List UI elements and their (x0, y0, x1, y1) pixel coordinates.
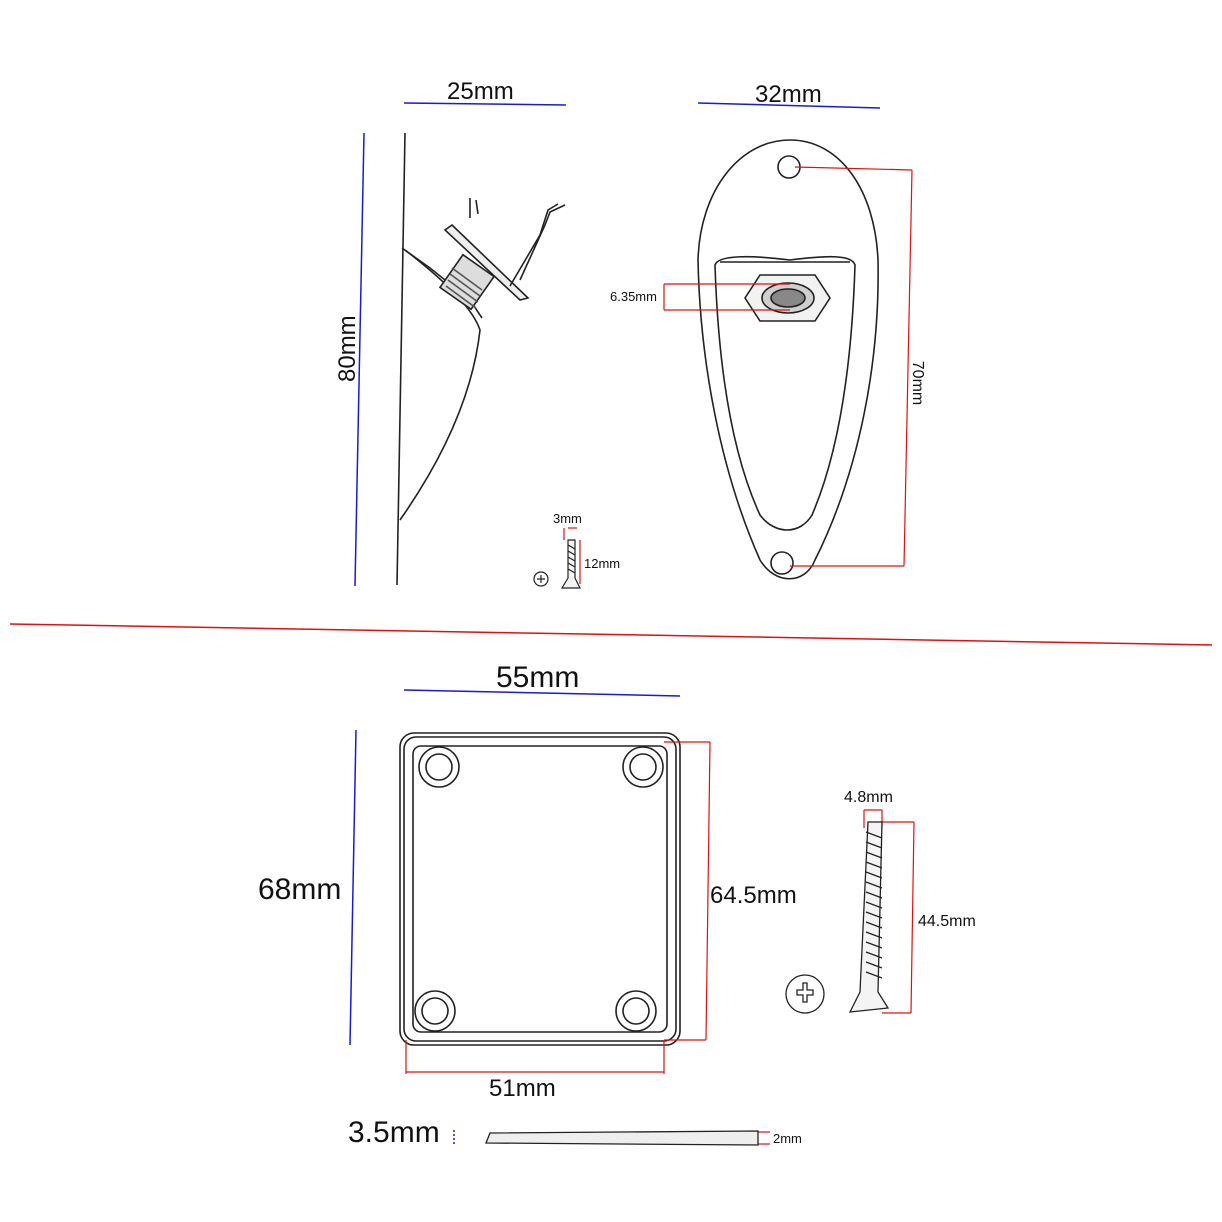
dim-line-68mm (349, 729, 357, 1046)
label-80mm: 80mm (334, 315, 361, 382)
long-screw (785, 821, 890, 1014)
small-screw (533, 539, 581, 589)
label-12mm: 12mm (584, 556, 621, 571)
dim-line-55mm (403, 689, 681, 697)
red-dims-top (563, 166, 913, 584)
neck-plate (399, 732, 681, 1046)
label-3.5mm: 3.5mm (348, 1116, 440, 1149)
label-51mm: 51mm (489, 1075, 556, 1102)
dim-line-25mm (403, 102, 567, 106)
label-64.5mm: 64.5mm (710, 882, 797, 909)
label-2mm: 2mm (773, 1131, 802, 1146)
section-separator (9, 623, 1213, 646)
label-68mm: 68mm (258, 873, 342, 906)
dim-line-32mm (697, 102, 881, 109)
red-dims-bottom (405, 741, 915, 1145)
label-3mm: 3mm (553, 511, 582, 526)
label-44.5mm: 44.5mm (918, 913, 976, 930)
label-70mm: 70mm (909, 360, 926, 406)
plate-edge-view (485, 1130, 759, 1146)
label-32mm: 32mm (755, 81, 822, 108)
label-55mm: 55mm (496, 661, 580, 694)
label-4.8mm: 4.8mm (844, 789, 893, 806)
dim-line-80mm (354, 132, 365, 587)
jack-plate-front-view (697, 139, 879, 580)
label-25mm: 25mm (447, 78, 514, 105)
label-6.35mm: 6.35mm (610, 289, 657, 304)
jack-plate-side-view (396, 132, 566, 586)
